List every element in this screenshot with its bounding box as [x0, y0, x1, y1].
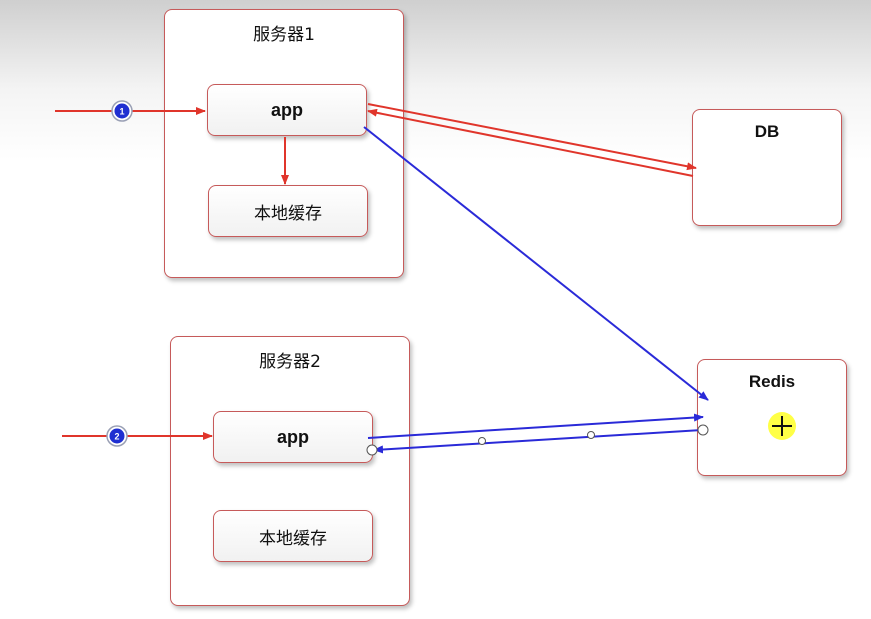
- badge-2: 2: [106, 425, 128, 447]
- db-to-app1-arrow[interactable]: [367, 108, 694, 177]
- server2-cache-label: 本地缓存: [259, 528, 327, 549]
- db-title: DB: [754, 122, 780, 141]
- server1-app-label: app: [270, 99, 303, 120]
- db-box[interactable]: DB: [692, 109, 842, 226]
- connector-handle-mid2[interactable]: [587, 431, 595, 439]
- cursor-crosshair-icon: [768, 412, 796, 440]
- server2-title: 服务器2: [259, 352, 321, 372]
- badge-1-label: 1: [119, 107, 124, 117]
- server1-title: 服务器1: [253, 25, 315, 45]
- server2-cache-box[interactable]: 本地缓存: [213, 510, 373, 562]
- app1-to-db-arrow[interactable]: [367, 103, 697, 171]
- connector-handle-start[interactable]: [366, 444, 378, 456]
- redis-to-app2-arrow[interactable]: [373, 429, 703, 454]
- badge-1: 1: [111, 100, 133, 122]
- server1-cache-box[interactable]: 本地缓存: [208, 185, 368, 237]
- connector-handle-mid1[interactable]: [478, 437, 486, 445]
- server1-app-box[interactable]: app: [207, 84, 367, 136]
- app2-to-redis-arrow[interactable]: [367, 413, 704, 439]
- server2-app-label: app: [276, 426, 309, 447]
- redis-title: Redis: [748, 372, 796, 391]
- badge-2-label: 2: [114, 432, 119, 442]
- server1-cache-label: 本地缓存: [254, 203, 322, 224]
- connector-handle-end[interactable]: [697, 424, 709, 436]
- server2-app-box[interactable]: app: [213, 411, 373, 463]
- app1-to-redis-arrow[interactable]: [363, 126, 709, 401]
